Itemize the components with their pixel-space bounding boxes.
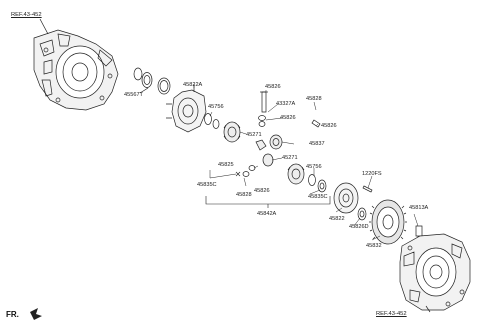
part-label-45822A: 45822A xyxy=(183,82,203,88)
reference-label-top[interactable]: REF.43-452 xyxy=(11,12,42,18)
part-label-45832: 45832 xyxy=(366,243,382,249)
washer-45756 xyxy=(204,113,220,129)
pinion-gear-lower xyxy=(235,153,274,177)
part-label-45835C-right: 45835C xyxy=(308,194,328,200)
bolt-1220FS xyxy=(362,185,373,193)
oil-seal-45567T xyxy=(133,67,171,95)
side-gear-45271-lower xyxy=(287,163,305,185)
bracket-45842A xyxy=(205,196,331,208)
leader-lines xyxy=(193,84,419,241)
part-label-45826-top: 45826 xyxy=(265,84,281,90)
ring-gear-45832 xyxy=(369,199,407,245)
part-label-45835C-left: 45835C xyxy=(197,182,217,188)
pinion-gear-45837 xyxy=(269,134,283,150)
part-label-1220FS: 1220FS xyxy=(362,171,382,177)
front-arrow-icon xyxy=(30,308,42,320)
part-label-45825: 45825 xyxy=(218,162,234,168)
part-label-45828-low: 45828 xyxy=(236,192,252,198)
part-label-45756-top: 45756 xyxy=(208,104,224,110)
bearing-45822 xyxy=(333,182,359,214)
differential-case-45822A xyxy=(166,84,207,133)
part-label-45271-top: 45271 xyxy=(246,132,262,138)
reference-label-bottom[interactable]: REF.43-452 xyxy=(376,311,407,317)
part-label-45828-top: 45828 xyxy=(306,96,322,102)
part-label-45826D: 45826D xyxy=(349,224,369,230)
part-label-43327A: 43327A xyxy=(276,101,296,107)
ref-leader-bottom xyxy=(425,305,431,313)
part-label-45837: 45837 xyxy=(309,141,325,147)
part-label-45813A: 45813A xyxy=(409,205,429,211)
pinion-shaft-45825 xyxy=(255,91,321,151)
washer-45756-lower xyxy=(308,174,327,193)
part-label-45826-low: 45826 xyxy=(254,188,270,194)
washer-45826D xyxy=(357,207,367,221)
part-label-45271-low: 45271 xyxy=(282,155,298,161)
part-label-45756-low: 45756 xyxy=(306,164,322,170)
part-label-45567T: 45567T xyxy=(124,92,143,98)
part-label-45822: 45822 xyxy=(329,216,345,222)
front-label: FR. xyxy=(6,310,19,319)
part-label-45826-mid: 45826 xyxy=(280,115,296,121)
transmission-case-right xyxy=(399,233,471,311)
part-label-45826-right: 45826 xyxy=(321,123,337,129)
transmission-case-left xyxy=(33,29,119,111)
ref-leader-top xyxy=(39,18,49,35)
part-label-45842A: 45842A xyxy=(257,211,277,217)
side-gear-45271 xyxy=(223,121,241,143)
